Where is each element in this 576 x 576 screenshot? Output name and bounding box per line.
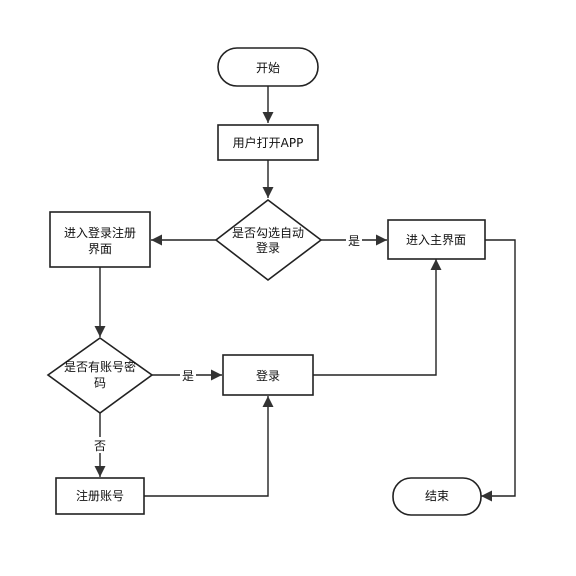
node-auto-login-label-line2: 登录 [256,240,280,255]
edge-login-to-main [313,259,442,376]
edge-register-to-login [144,396,274,497]
node-login: 登录 [222,354,314,396]
node-open-app: 用户打开APP [217,124,319,161]
node-login-label: 登录 [256,368,280,383]
node-enter-login-ui-label-line1: 进入登录注册 [64,225,136,240]
node-has-account-label-line2: 码 [94,376,106,390]
node-open-app-label: 用户打开APP [233,135,304,150]
edge-labels: 是 是 否 [92,232,362,453]
edge-main-to-end [481,239,516,502]
node-auto-login-label-line1: 是否勾选自动 [232,226,304,240]
node-enter-main-label: 进入主界面 [406,233,466,247]
edge-label-no-has-account: 否 [94,439,106,453]
edge-label-yes-auto-login: 是 [348,234,360,248]
node-enter-login-ui-label-line2: 界面 [88,242,112,256]
node-enter-login-ui: 进入登录注册 界面 [49,211,151,268]
node-end-label: 结束 [425,489,449,503]
node-register: 注册账号 [55,477,145,515]
node-enter-main: 进入主界面 [387,219,486,260]
node-start: 开始 [217,47,319,87]
node-register-label: 注册账号 [76,488,124,503]
node-start-label: 开始 [256,61,280,75]
node-auto-login-decision: 是否勾选自动 登录 [214,198,323,282]
node-has-account-label-line1: 是否有账号密 [64,359,136,374]
edge-label-yes-has-account: 是 [182,369,194,383]
node-has-account-decision: 是否有账号密 码 [46,337,154,414]
node-end: 结束 [392,477,482,516]
